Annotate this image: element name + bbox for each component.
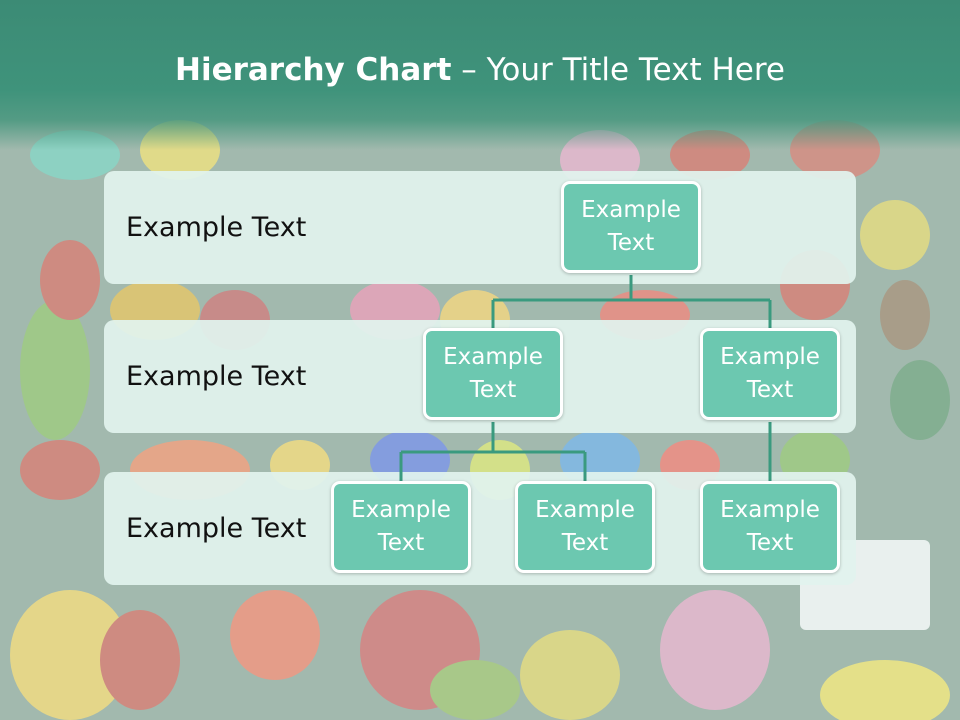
node-level2-right[interactable]: Example Text xyxy=(700,328,840,420)
node-level3-a[interactable]: Example Text xyxy=(331,481,471,573)
node-level3-b[interactable]: Example Text xyxy=(515,481,655,573)
level-label-3: Example Text xyxy=(126,513,307,544)
node-level2-right-label: Example Text xyxy=(720,344,820,403)
title-bold-part: Hierarchy Chart xyxy=(175,52,452,88)
slide-title: Hierarchy Chart – Your Title Text Here xyxy=(0,52,960,88)
node-level2-left[interactable]: Example Text xyxy=(423,328,563,420)
title-rest-part: – Your Title Text Here xyxy=(451,52,785,88)
level-label-1: Example Text xyxy=(126,212,307,243)
level-label-2: Example Text xyxy=(126,361,307,392)
connector-root-to-level2 xyxy=(491,275,772,330)
connector-l2left-to-level3 xyxy=(399,422,587,482)
node-level3-a-label: Example Text xyxy=(351,497,451,556)
node-level2-left-label: Example Text xyxy=(443,344,543,403)
node-root-label: Example Text xyxy=(581,197,681,256)
level-band-1: Example Text xyxy=(104,171,856,284)
title-banner xyxy=(0,0,960,150)
node-level3-c-label: Example Text xyxy=(720,497,820,556)
node-root[interactable]: Example Text xyxy=(561,181,701,273)
node-level3-b-label: Example Text xyxy=(535,497,635,556)
node-level3-c[interactable]: Example Text xyxy=(700,481,840,573)
